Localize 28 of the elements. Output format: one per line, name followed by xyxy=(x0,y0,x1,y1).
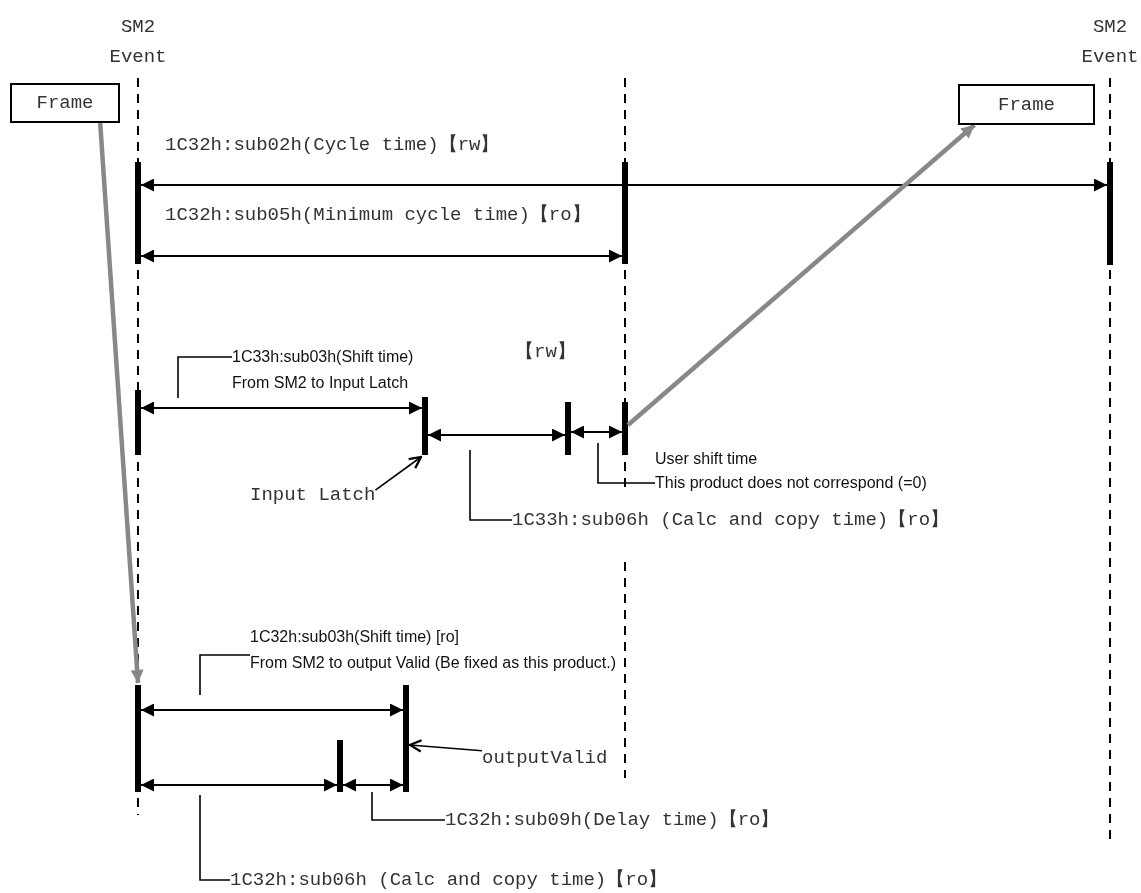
note-text: From SM2 to Input Latch xyxy=(232,373,410,393)
note-text: 1C32h:sub03h(Shift time) [ro] xyxy=(250,627,460,647)
callout-text: outputValid xyxy=(482,746,608,770)
leader-line xyxy=(199,794,231,881)
dimension-label: 1C32h:sub02h(Cycle time)【rw】 xyxy=(165,133,500,157)
note-text: This product does not correspond (=0) xyxy=(655,473,927,493)
arrow xyxy=(97,122,144,684)
dimension-label: 1C32h:sub05h(Minimum cycle time)【ro】 xyxy=(165,203,591,227)
arrow xyxy=(374,455,423,491)
note-text: From SM2 to output Valid (Be fixed as this product.) xyxy=(250,653,617,673)
callout-text: 1C32h:sub06h (Calc and copy time)【ro】 xyxy=(230,868,668,892)
leader-line xyxy=(469,449,513,521)
leader-line xyxy=(371,791,446,821)
frame-box: Frame xyxy=(10,83,120,123)
event-label: SM2 Event xyxy=(108,15,168,70)
note-text: User shift time xyxy=(655,449,759,469)
callout-text: 1C33h:sub06h (Calc and copy time)【ro】 xyxy=(512,508,950,532)
arrow xyxy=(626,123,976,427)
frame-box: Frame xyxy=(958,84,1095,125)
arrow xyxy=(408,739,483,753)
leader-line xyxy=(199,654,251,696)
note-text: 1C33h:sub03h(Shift time) xyxy=(232,347,414,367)
callout-text: 1C32h:sub09h(Delay time)【ro】 xyxy=(445,808,780,832)
callout-text: Input Latch xyxy=(250,483,376,507)
dimension-label: 【rw】 xyxy=(515,340,576,364)
leader-line xyxy=(597,442,656,484)
event-label: SM2 Event xyxy=(1080,15,1140,70)
leader-line xyxy=(177,356,233,399)
